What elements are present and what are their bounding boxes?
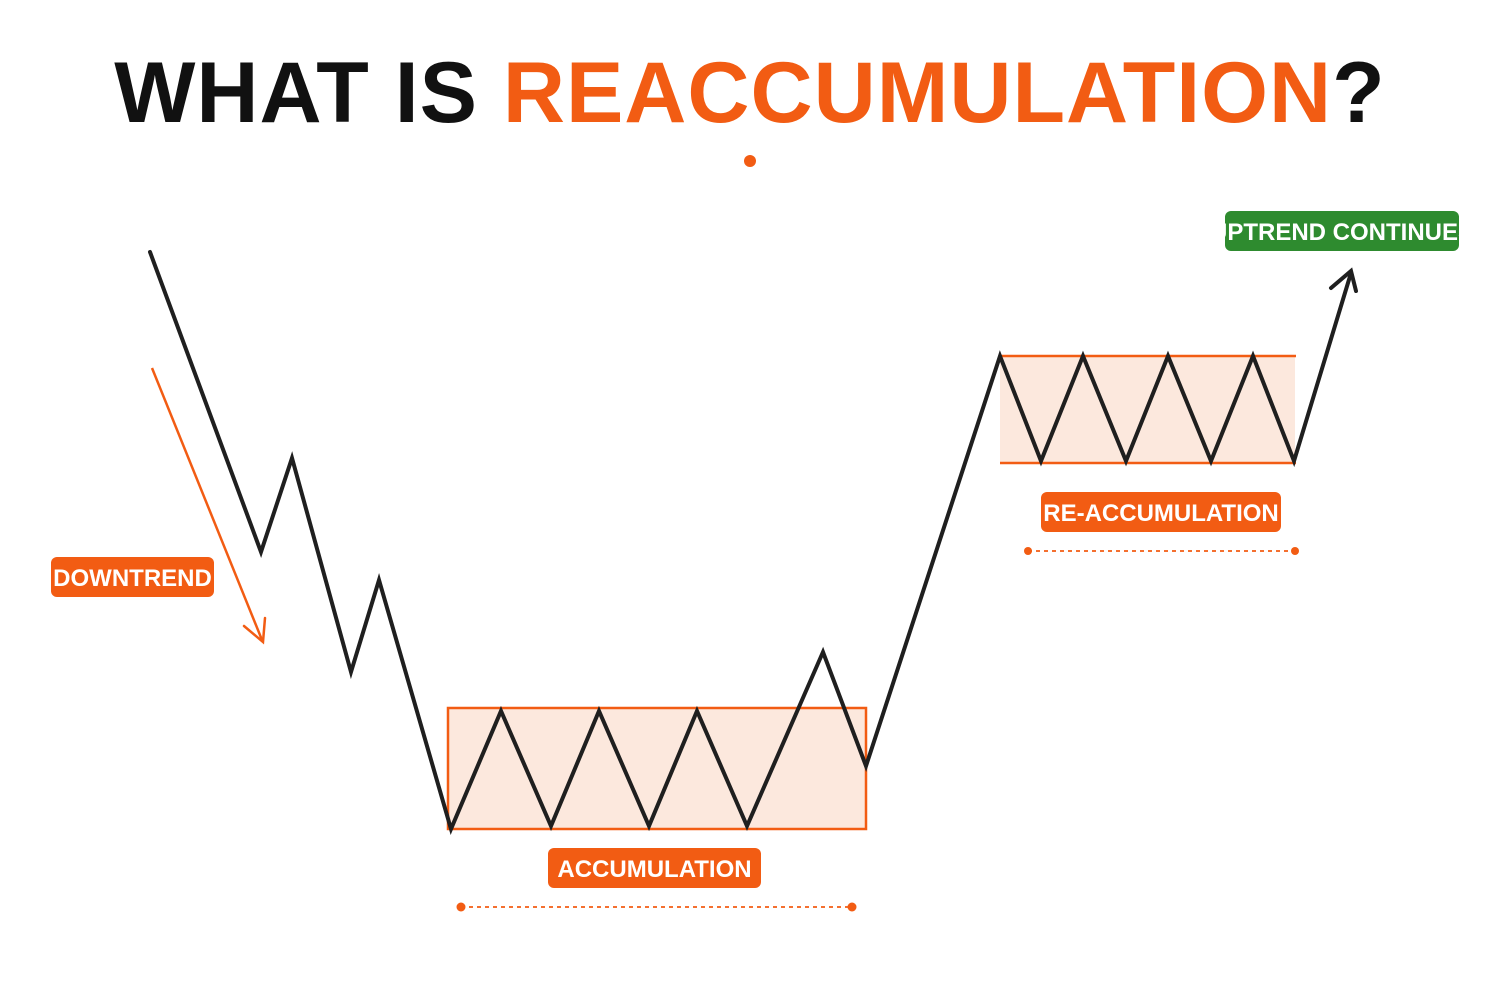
downtrend-arrowhead <box>242 616 267 645</box>
reaccumulation-label: RE-ACCUMULATION <box>1041 492 1281 532</box>
accumulation-range-start-dot <box>456 902 466 912</box>
downtrend-label-text: DOWNTREND <box>53 565 212 592</box>
accumulation-label: ACCUMULATION <box>548 848 761 888</box>
price-path-line <box>148 250 1353 835</box>
page-title: WHAT IS REACCUMULATION? <box>114 45 1385 141</box>
accumulation-range-line <box>456 902 857 912</box>
accumulation-label-text: ACCUMULATION <box>557 856 751 883</box>
reaccumulation-range-end-dot <box>1291 547 1299 555</box>
uptrend-arrowhead <box>1329 267 1358 293</box>
downtrend-label: DOWNTREND <box>51 557 214 597</box>
downtrend-label-bg <box>51 557 214 597</box>
reaccumulation-range-line <box>1024 547 1299 555</box>
accumulation-range-end-dot <box>847 902 857 912</box>
uptrend-label-bg <box>1225 211 1459 251</box>
title-part-question: ? <box>1332 45 1386 141</box>
title-part-dark: WHAT IS <box>114 45 503 141</box>
title-part-accent: REACCUMULATION <box>503 45 1332 141</box>
downtrend-arrow-shaft <box>150 367 264 641</box>
divider-dot <box>744 155 756 167</box>
reaccumulation-range-start-dot <box>1024 547 1032 555</box>
accumulation-label-bg <box>548 848 761 888</box>
uptrend-label-text: UPTREND CONTINUES <box>1210 219 1474 246</box>
uptrend-label: UPTREND CONTINUES <box>1210 211 1474 251</box>
title-divider <box>440 155 1065 167</box>
reaccumulation-label-bg <box>1041 492 1281 532</box>
reaccumulation-label-text: RE-ACCUMULATION <box>1043 500 1279 527</box>
